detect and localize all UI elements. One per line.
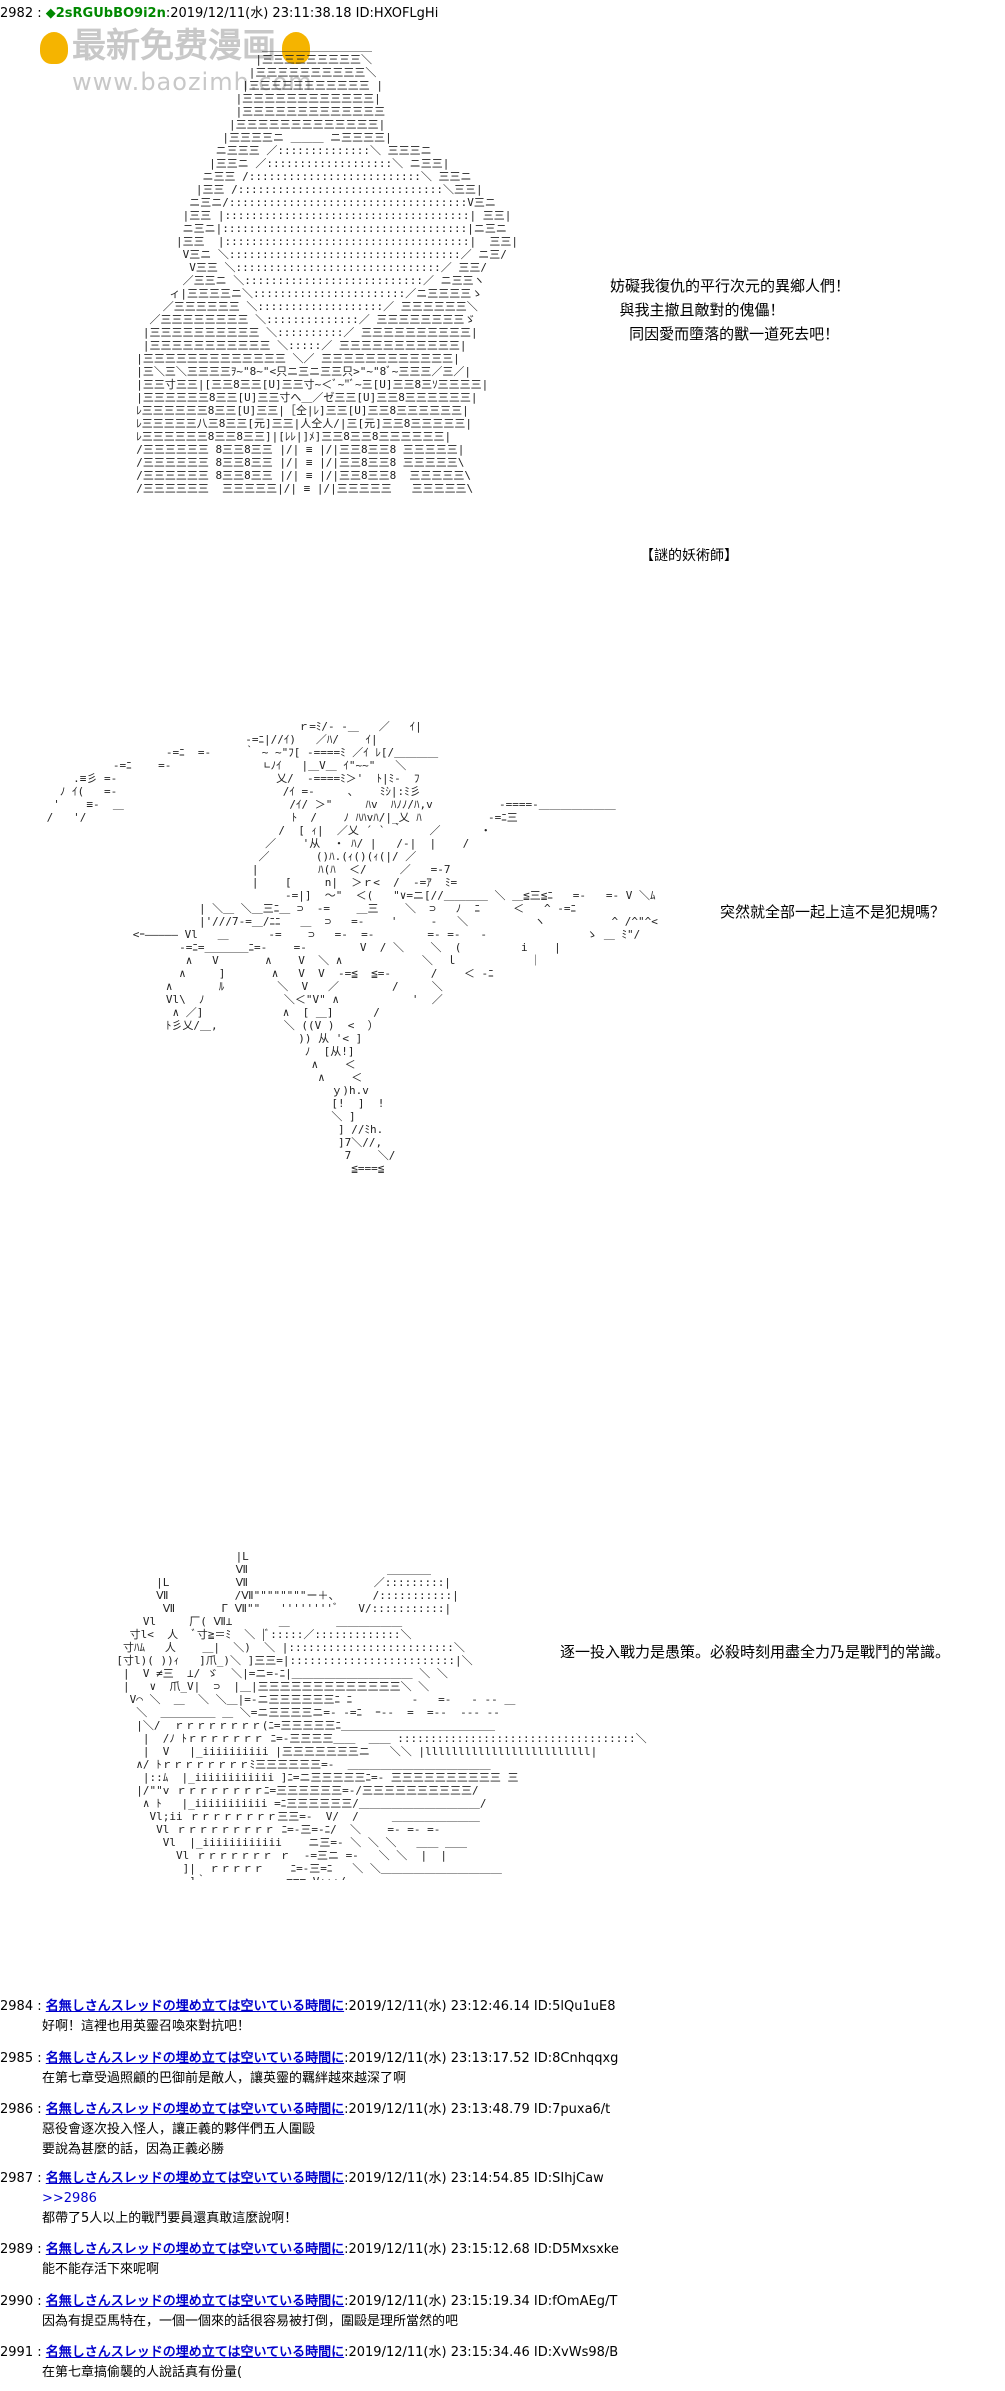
watermark-url: www.baozimh.com xyxy=(72,68,313,96)
reply-meta: :2019/12/11(水) 23:15:19.34 ID:fOmAEg/T xyxy=(344,2294,618,2309)
reply-body: 能不能存活下來呢啊 xyxy=(42,2262,160,2277)
panel3-dialog: 逐一投入戰力是愚策。必殺時刻用盡全力乃是戰鬥的常識。 xyxy=(560,1643,951,1661)
reply-body: 在第七章搞偷襲的人說話真有份量( xyxy=(42,2365,243,2380)
reply-name-link[interactable]: 名無しさんスレッドの埋め立ては空いている時間に xyxy=(45,2345,345,2360)
post-id[interactable]: ID:HXOFLgHi xyxy=(355,6,439,21)
ascii-art-sorcerer: ＿＿＿＿＿＿＿＿＿＿ |三三三三三三三三三＼ |三三三三三三三三三三＼ |三三三… xyxy=(136,40,518,495)
reply-meta: :2019/12/11(水) 23:13:48.79 ID:7puxa6/t xyxy=(344,2102,611,2117)
reply-meta: :2019/12/11(水) 23:12:46.14 ID:5lQu1uE8 xyxy=(344,1999,616,2014)
reply-name-link[interactable]: 名無しさんスレッドの埋め立ては空いている時間に xyxy=(45,2294,345,2309)
watermark: 最新免费漫画 www.baozimh.com xyxy=(72,28,313,100)
reply-body: 惡役會逐次投入怪人，讓正義的夥伴們五人圍毆 要說為甚麼的話，因為正義必勝 xyxy=(42,2122,316,2157)
watermark-left-icon xyxy=(40,32,68,64)
panel1-speaker-label: 【謎的妖術師】 xyxy=(640,548,738,564)
reply-post: 2991 : 名無しさんスレッドの埋め立ては空いている時間に:2019/12/1… xyxy=(0,2343,1000,2383)
reply-meta: :2019/12/11(水) 23:15:12.68 ID:D5Mxsxke xyxy=(344,2242,619,2257)
reply-meta: :2019/12/11(水) 23:13:17.52 ID:8Cnhqqxg xyxy=(344,2051,619,2066)
reply-name-link[interactable]: 名無しさんスレッドの埋め立ては空いている時間に xyxy=(45,2051,345,2066)
panel1-dialog: 妨礙我復仇的平行次元的異鄉人們！ 與我主撤且敵對的傀儡！ 同因愛而墮落的獸一道死… xyxy=(610,277,851,343)
watermark-right-icon xyxy=(282,32,310,64)
reply-name-link[interactable]: 名無しさんスレッドの埋め立ては空いている時間に xyxy=(45,1999,345,2014)
post-number: 2982 xyxy=(0,6,34,21)
reply-anchor-link[interactable]: >>2986 xyxy=(42,2191,97,2206)
ascii-art-battle: ｒ=ﾐ/- -＿ ／ ｲ| -=ﾆ|//ｲ) ／ﾊ/ ｲ| -=ﾆ =- ｀ ~… xyxy=(40,720,658,1175)
main-post-header: 2982 : ◆2sRGUbBO9i2n:2019/12/11(水) 23:11… xyxy=(0,2,438,21)
post-sep: : xyxy=(33,6,46,21)
reply-number: 2985 xyxy=(0,2051,34,2066)
reply-body: 在第七章受過照顧的巴御前是敵人，讓英靈的羈絆越來越深了啊 xyxy=(42,2071,407,2086)
post-date: :2019/12/11(水) 23:11:38.18 xyxy=(165,6,352,21)
post-trip[interactable]: ◆2sRGUbBO9i2n xyxy=(45,6,166,21)
reply-post: 2984 : 名無しさんスレッドの埋め立ては空いている時間に:2019/12/1… xyxy=(0,1997,1000,2037)
reply-meta: :2019/12/11(水) 23:15:34.46 ID:XvWs98/B xyxy=(344,2345,619,2360)
reply-post: 2986 : 名無しさんスレッドの埋め立ては空いている時間に:2019/12/1… xyxy=(0,2100,1000,2160)
reply-name-link[interactable]: 名無しさんスレッドの埋め立ては空いている時間に xyxy=(45,2171,345,2186)
reply-number: 2986 xyxy=(0,2102,34,2117)
panel2-dialog: 突然就全部一起上這不是犯規嗎？ xyxy=(720,903,946,921)
ascii-art-army: |L Ⅶ ＿＿＿＿ |L Ⅶ ／:::::::::| Ⅶ /Ⅶ""""""""ー… xyxy=(116,1550,647,1880)
watermark-title: 最新免费漫画 xyxy=(72,26,276,66)
reply-number: 2987 xyxy=(0,2171,34,2186)
reply-post: 2987 : 名無しさんスレッドの埋め立ては空いている時間に:2019/12/1… xyxy=(0,2169,1000,2229)
reply-name-link[interactable]: 名無しさんスレッドの埋め立ては空いている時間に xyxy=(45,2242,345,2257)
reply-number: 2984 xyxy=(0,1999,34,2014)
reply-number: 2991 xyxy=(0,2345,34,2360)
reply-post: 2990 : 名無しさんスレッドの埋め立ては空いている時間に:2019/12/1… xyxy=(0,2292,1000,2332)
reply-post: 2985 : 名無しさんスレッドの埋め立ては空いている時間に:2019/12/1… xyxy=(0,2049,1000,2089)
reply-meta: :2019/12/11(水) 23:14:54.85 ID:SIhjCaw xyxy=(344,2171,604,2186)
reply-name-link[interactable]: 名無しさんスレッドの埋め立ては空いている時間に xyxy=(45,2102,345,2117)
reply-number: 2989 xyxy=(0,2242,34,2257)
reply-body: 好啊！這裡也用英靈召喚來對抗吧！ xyxy=(42,2019,251,2034)
reply-body: 因為有提亞馬特在，一個一個來的話很容易被打倒，圍毆是理所當然的吧 xyxy=(42,2314,459,2329)
reply-number: 2990 xyxy=(0,2294,34,2309)
reply-body: 都帶了5人以上的戰鬥要員還真敢這麼說啊！ xyxy=(42,2211,298,2226)
reply-post: 2989 : 名無しさんスレッドの埋め立ては空いている時間に:2019/12/1… xyxy=(0,2240,1000,2280)
